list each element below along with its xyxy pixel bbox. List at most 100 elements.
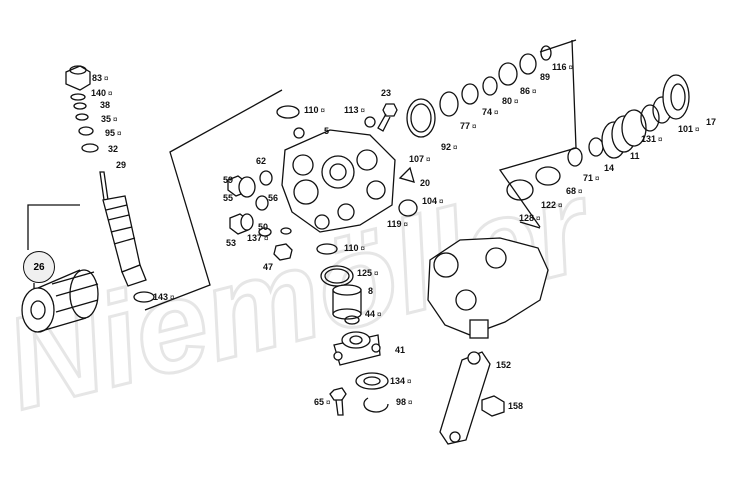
callout-number: 44	[365, 309, 376, 319]
callout-number: 35	[101, 114, 112, 124]
callout-83: 83¤	[92, 73, 108, 84]
callout-107: 107¤	[409, 154, 430, 165]
callout-number: 113	[344, 105, 359, 115]
replacement-mark-icon: ¤	[453, 143, 458, 152]
callout-number: 140	[91, 88, 107, 98]
callout-number: 95	[105, 128, 116, 138]
ring-50	[258, 227, 272, 237]
callout-55: 55	[223, 193, 233, 203]
callout-65: 65¤	[314, 397, 330, 408]
callout-131: 131¤	[641, 134, 662, 145]
callout-number: 77	[460, 121, 471, 131]
callout-152: 152	[496, 360, 511, 370]
callout-11: 11	[630, 151, 640, 161]
callout-number: 41	[395, 345, 406, 355]
ring-35	[75, 113, 89, 121]
seal-134	[355, 372, 389, 390]
callout-number: 110	[344, 243, 359, 253]
replacement-mark-icon: ¤	[595, 174, 600, 183]
replacement-mark-icon: ¤	[104, 74, 109, 83]
callout-89: 89	[540, 72, 550, 82]
callout-number: 98	[396, 397, 407, 407]
ring-128	[506, 179, 534, 201]
replacement-mark-icon: ¤	[439, 197, 444, 206]
ring-92	[439, 91, 459, 117]
ring-107	[406, 98, 436, 138]
seal-110	[276, 105, 300, 119]
callout-113: 113¤	[344, 105, 365, 116]
callout-8: 8	[368, 286, 373, 296]
callout-56: 56	[268, 193, 278, 203]
replacement-mark-icon: ¤	[360, 106, 365, 115]
callout-number: 152	[496, 360, 512, 370]
callout-number: 86	[520, 86, 531, 96]
replacement-mark-icon: ¤	[374, 269, 379, 278]
steering-housing-5	[281, 129, 396, 233]
callout-number: 20	[420, 178, 431, 188]
callout-116: 116¤	[552, 62, 573, 73]
callout-14: 14	[604, 163, 614, 173]
callout-38: 38	[100, 100, 110, 110]
callout-number: 38	[100, 100, 111, 110]
ring-95	[78, 126, 94, 136]
callout-134: 134¤	[390, 376, 411, 387]
callout-number: 143	[153, 292, 169, 302]
callout-number: 119	[387, 219, 402, 229]
replacement-mark-icon: ¤	[558, 201, 563, 210]
valve-cylinder-26	[21, 269, 99, 333]
nut-17	[662, 74, 690, 120]
ring-71	[588, 137, 604, 157]
callout-number: 32	[108, 144, 119, 154]
callout-110b: 110¤	[344, 243, 365, 254]
callout-number: 14	[604, 163, 615, 173]
callout-number: 128	[519, 213, 535, 223]
callout-number: 55	[223, 193, 234, 203]
replacement-mark-icon: ¤	[426, 155, 431, 164]
callout-125: 125¤	[357, 268, 378, 279]
ring-119	[398, 199, 418, 217]
callout-circle-26: 26	[23, 251, 55, 283]
replacement-mark-icon: ¤	[117, 129, 122, 138]
callout-110: 110¤	[304, 105, 325, 116]
worm-shaft-29	[99, 171, 147, 287]
ring-80	[498, 62, 518, 86]
nut-158	[481, 395, 505, 417]
callout-number: 56	[268, 193, 279, 203]
ring-38	[73, 102, 87, 110]
callout-74: 74¤	[482, 107, 498, 118]
callout-number: 47	[263, 262, 274, 272]
callout-number: 59	[223, 175, 234, 185]
pin-20	[398, 166, 415, 183]
ring-74	[482, 76, 498, 96]
ring-62	[259, 170, 273, 186]
callout-number: 158	[508, 401, 524, 411]
replacement-mark-icon: ¤	[695, 125, 700, 134]
callout-number: 65	[314, 397, 325, 407]
callout-number: 5	[324, 126, 330, 136]
callout-number: 71	[583, 173, 594, 183]
callout-98: 98¤	[396, 397, 412, 408]
callout-number: 92	[441, 142, 452, 152]
washer-140	[70, 93, 86, 101]
bolt-65	[329, 387, 347, 416]
gear-box-assembly	[427, 237, 549, 339]
callout-23: 23	[381, 88, 391, 98]
callout-number: 23	[381, 88, 392, 98]
callout-number: 89	[540, 72, 551, 82]
callout-number: 68	[566, 186, 577, 196]
callout-86: 86¤	[520, 86, 536, 97]
replacement-mark-icon: ¤	[514, 97, 519, 106]
callout-53: 53	[226, 238, 236, 248]
replacement-mark-icon: ¤	[536, 214, 541, 223]
replacement-mark-icon: ¤	[578, 187, 583, 196]
bolt-23	[377, 103, 398, 132]
callout-143: 143¤	[153, 292, 174, 303]
callout-17: 17	[706, 117, 716, 127]
ring-44	[344, 315, 360, 325]
replacement-mark-icon: ¤	[113, 115, 118, 124]
callout-128: 128¤	[519, 213, 540, 224]
bracket-left	[27, 204, 80, 250]
callout-140: 140¤	[91, 88, 112, 99]
callout-95: 95¤	[105, 128, 121, 139]
ring-86	[519, 53, 537, 75]
